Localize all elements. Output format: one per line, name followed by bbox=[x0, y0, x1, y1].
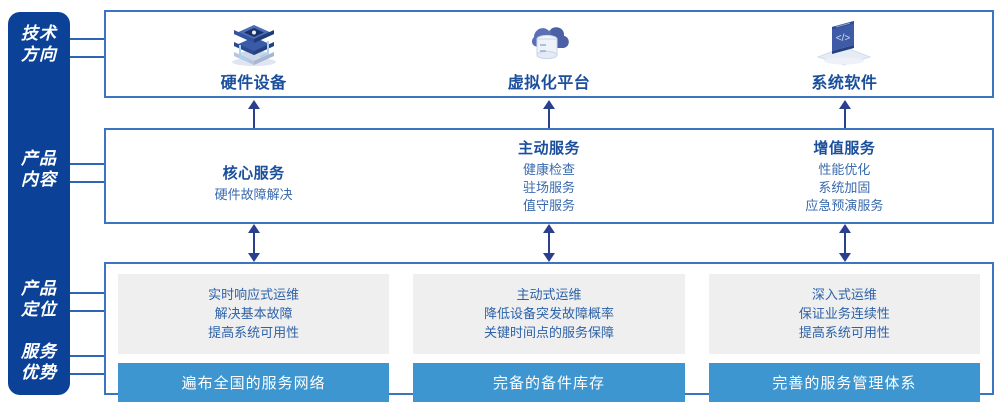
product-list-value-added: 性能优化 系统加固 应急预演服务 bbox=[805, 161, 883, 215]
rail-label-tech-direction: 技术 方向 bbox=[8, 23, 70, 65]
tech-column-virtualization: 虚拟化平台 bbox=[401, 12, 696, 96]
arrow-shaft bbox=[253, 107, 255, 130]
arrow-head-down bbox=[839, 253, 851, 262]
positioning-point: 降低设备突发故障概率 bbox=[483, 306, 614, 321]
positioning-column-proactive: 主动式运维 降低设备突发故障概率 关键时间点的服务保障 完备的备件库存 bbox=[401, 264, 696, 402]
advantage-card-service-network[interactable]: 遍布全国的服务网络 bbox=[118, 363, 390, 402]
product-item: 性能优化 bbox=[818, 162, 871, 177]
positioning-point: 实时响应式运维 bbox=[208, 287, 300, 302]
server-stack-icon bbox=[226, 15, 282, 67]
positioning-point: 提高系统可用性 bbox=[208, 325, 300, 340]
arrow-head-up bbox=[248, 224, 260, 233]
positioning-advantage-section: 实时响应式运维 解决基本故障 提高系统可用性 遍布全国的服务网络 主动式运维 降… bbox=[104, 262, 994, 402]
arrow-both-proactive bbox=[542, 224, 556, 262]
arrow-shaft bbox=[253, 231, 255, 255]
arrow-head-up bbox=[839, 224, 851, 233]
connector-product-upper bbox=[70, 163, 106, 165]
arrow-head-up bbox=[543, 224, 555, 233]
positioning-point: 深入式运维 bbox=[811, 287, 877, 302]
tech-title-hardware: 硬件设备 bbox=[220, 75, 287, 92]
tech-title-system-software: 系统软件 bbox=[811, 75, 878, 92]
positioning-card-proactive: 主动式运维 降低设备突发故障概率 关键时间点的服务保障 bbox=[413, 274, 685, 354]
rail-label-line1: 技术 bbox=[21, 24, 57, 43]
rail-label-product-positioning: 产品 定位 bbox=[8, 278, 70, 320]
rail-label-line1: 产品 bbox=[21, 279, 57, 298]
advantage-card-spare-parts[interactable]: 完备的备件库存 bbox=[413, 363, 685, 402]
positioning-point: 提高系统可用性 bbox=[798, 325, 890, 340]
arrow-both-core bbox=[247, 224, 261, 262]
product-content-section: 核心服务 硬件故障解决 主动服务 健康检查 驻场服务 值守服务 增值服务 性能优… bbox=[104, 128, 994, 224]
product-list-proactive: 健康检查 驻场服务 值守服务 bbox=[523, 161, 575, 215]
product-item: 健康检查 bbox=[522, 162, 575, 177]
laptop-code-icon: </> bbox=[814, 15, 874, 67]
rail-label-service-advantage: 服务 优势 bbox=[8, 341, 70, 383]
product-item: 驻场服务 bbox=[522, 180, 575, 195]
tech-column-hardware: 硬件设备 bbox=[106, 12, 401, 96]
positioning-card-indepth: 深入式运维 保证业务连续性 提高系统可用性 bbox=[708, 274, 980, 354]
positioning-column-indepth: 深入式运维 保证业务连续性 提高系统可用性 完善的服务管理体系 bbox=[697, 264, 992, 402]
rail-label-line1: 服务 bbox=[21, 342, 57, 361]
product-title-core: 核心服务 bbox=[222, 165, 285, 182]
arrow-shaft bbox=[548, 107, 550, 130]
arrow-head-up bbox=[839, 100, 851, 109]
tech-column-system-software: </> 系统软件 bbox=[697, 12, 992, 96]
rail-label-line2: 优势 bbox=[21, 363, 57, 382]
positioning-point: 主动式运维 bbox=[516, 287, 582, 302]
product-title-proactive: 主动服务 bbox=[517, 140, 580, 157]
positioning-point: 保证业务连续性 bbox=[798, 306, 890, 321]
arrow-up-system-software bbox=[838, 100, 852, 130]
product-column-value-added: 增值服务 性能优化 系统加固 应急预演服务 bbox=[697, 130, 992, 222]
arrow-head-up bbox=[248, 100, 260, 109]
advantage-card-management-system[interactable]: 完善的服务管理体系 bbox=[708, 363, 980, 402]
arrow-shaft bbox=[548, 231, 550, 255]
connector-positioning-lower bbox=[70, 310, 106, 312]
arrow-head-up bbox=[543, 100, 555, 109]
tech-title-virtualization: 虚拟化平台 bbox=[507, 75, 591, 92]
rail-label-product-content: 产品 内容 bbox=[8, 148, 70, 190]
tech-direction-section: 硬件设备 虚拟化平台 bbox=[104, 10, 994, 98]
product-item: 值守服务 bbox=[522, 198, 575, 213]
rail-label-line1: 产品 bbox=[21, 149, 57, 168]
arrow-up-hardware bbox=[247, 100, 261, 130]
product-list-core: 硬件故障解决 bbox=[215, 186, 293, 204]
product-item: 应急预演服务 bbox=[805, 198, 884, 213]
product-title-value-added: 增值服务 bbox=[813, 140, 876, 157]
product-column-proactive: 主动服务 健康检查 驻场服务 值守服务 bbox=[401, 130, 696, 222]
connector-product-lower bbox=[70, 181, 106, 183]
positioning-column-realtime: 实时响应式运维 解决基本故障 提高系统可用性 遍布全国的服务网络 bbox=[106, 264, 401, 402]
cloud-database-icon bbox=[521, 15, 577, 67]
arrow-head-down bbox=[248, 253, 260, 262]
connector-tech-lower bbox=[70, 56, 106, 58]
connector-advantage-upper bbox=[70, 355, 106, 357]
svg-text:</>: </> bbox=[836, 33, 851, 44]
category-rail bbox=[8, 12, 70, 395]
rail-label-line2: 内容 bbox=[21, 170, 57, 189]
arrow-shaft bbox=[844, 231, 846, 255]
arrow-both-value-added bbox=[838, 224, 852, 262]
arrow-shaft bbox=[844, 107, 846, 130]
product-column-core: 核心服务 硬件故障解决 bbox=[106, 130, 401, 222]
product-item: 系统加固 bbox=[818, 180, 871, 195]
rail-label-line2: 方向 bbox=[21, 45, 57, 64]
arrow-up-virtualization bbox=[542, 100, 556, 130]
connector-positioning-upper bbox=[70, 292, 106, 294]
connector-advantage-lower bbox=[70, 373, 106, 375]
positioning-point: 解决基本故障 bbox=[214, 306, 293, 321]
rail-label-line2: 定位 bbox=[21, 300, 57, 319]
positioning-card-realtime: 实时响应式运维 解决基本故障 提高系统可用性 bbox=[118, 274, 390, 354]
connector-tech-upper bbox=[70, 38, 106, 40]
positioning-point: 关键时间点的服务保障 bbox=[483, 325, 614, 340]
product-item: 硬件故障解决 bbox=[214, 187, 293, 202]
arrow-head-down bbox=[543, 253, 555, 262]
